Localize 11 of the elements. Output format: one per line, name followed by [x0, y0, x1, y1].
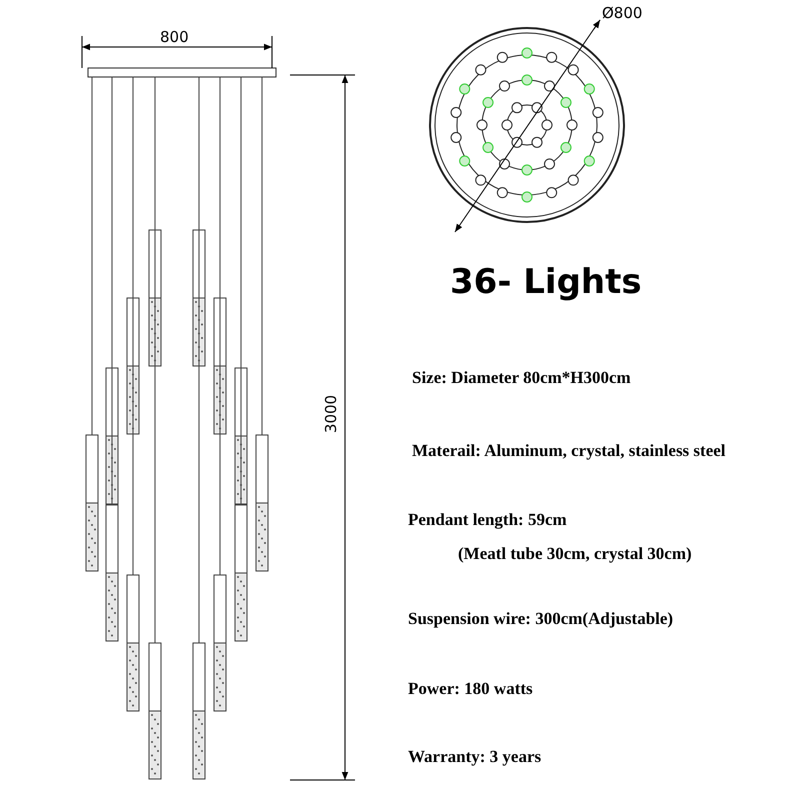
dimension-text: Ø800: [602, 4, 642, 22]
dimension-text: 800: [160, 28, 189, 46]
spec-text: Suspension wire: 300cm(Adjustable): [408, 609, 674, 629]
spec-text: (Meatl tube 30cm, crystal 30cm): [458, 544, 692, 564]
title: 36- Lights: [450, 262, 642, 302]
spec-text: Size: Diameter 80cm*H300cm: [412, 368, 631, 388]
spec-text: Warranty: 3 years: [408, 747, 542, 767]
spec-text: Pendant length: 59cm: [408, 510, 567, 530]
spec-text: Power: 180 watts: [408, 679, 533, 699]
dimension-text: 3000: [322, 394, 340, 434]
spec-text: Materail: Aluminum, crystal, stainless steel: [412, 441, 726, 461]
